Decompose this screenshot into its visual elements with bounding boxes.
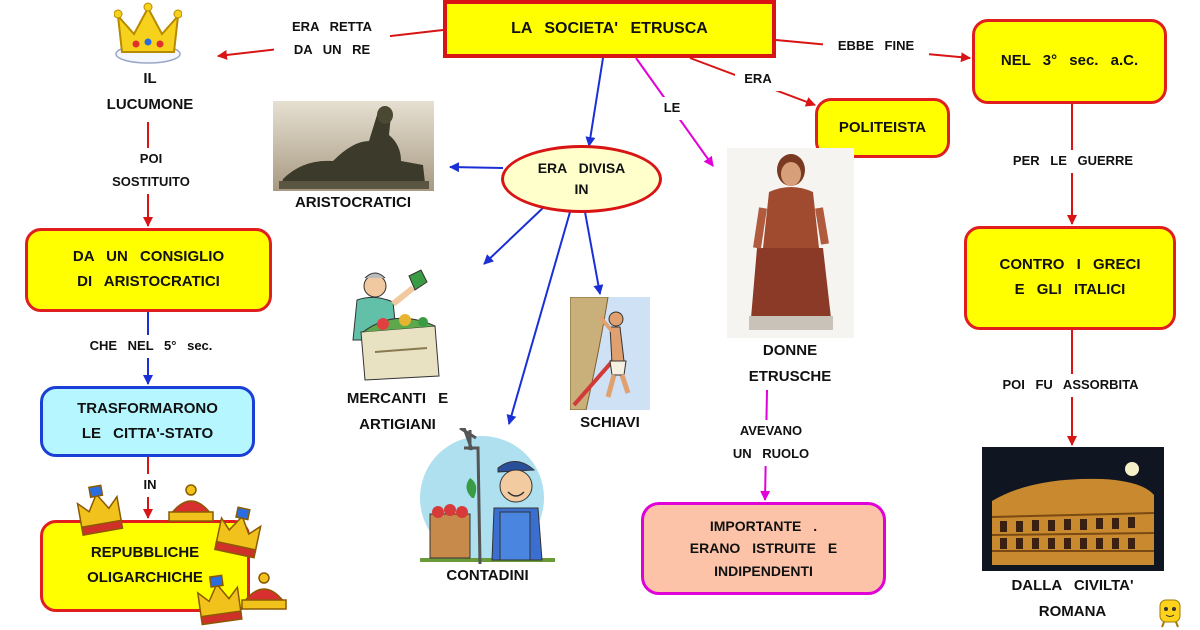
colosseum-image	[982, 447, 1164, 571]
crowns-icon	[76, 484, 287, 626]
node-nel3sec: NEL 3° sec. a.C.	[972, 19, 1167, 104]
node-contro: CONTRO I GRECI E GLI ITALICI	[964, 226, 1176, 330]
arrow-divisa-to-aristocratici	[449, 162, 504, 173]
label-in: IN	[133, 474, 167, 497]
woman-statue-image	[727, 148, 854, 338]
caption-dalla: DALLA CIVILTA' ROMANA	[1011, 577, 1134, 621]
node-trasformarono: TRASFORMARONO LE CITTA'-STATO	[40, 386, 255, 457]
label-era-retta: ERA RETTA DA UN RE	[274, 16, 390, 62]
arrow-divisa-to-schiavi	[584, 211, 604, 295]
statue-image	[273, 101, 434, 191]
crown-icon	[114, 2, 182, 64]
label-per-le-guerre: PER LE GUERRE	[990, 150, 1156, 173]
label-avevano: AVEVANO UN RUOLO	[718, 420, 824, 466]
caption-schiavi: SCHIAVI	[580, 414, 640, 431]
vendor-image	[352, 269, 440, 381]
label-poi-fu: POI FU ASSORBITA	[975, 374, 1166, 397]
arrow-divisa-to-contadini	[506, 211, 571, 425]
node-divisa: ERA DIVISA IN	[501, 145, 662, 213]
caption-donne: DONNE ETRUSCHE	[748, 342, 832, 386]
title-box: LA SOCIETA' ETRUSCA	[443, 0, 776, 58]
caption-contadini: CONTADINI	[446, 567, 529, 584]
caption-mercanti: MERCANTI E ARTIGIANI	[346, 390, 449, 434]
farmer-image	[420, 428, 555, 565]
label-le: LE	[656, 97, 688, 120]
arrow-title-to-divisa	[585, 57, 604, 147]
label-che-nel: CHE NEL 5° sec.	[68, 335, 234, 358]
label-ebbe-fine: EBBE FINE	[823, 35, 929, 58]
arrow-divisa-to-mercanti	[483, 205, 546, 265]
label-era: ERA	[735, 68, 781, 91]
node-lucumone: IL LUCUMONE	[106, 70, 194, 114]
mascot-icon	[1159, 599, 1181, 628]
caption-aristocratici: ARISTOCRATICI	[294, 194, 412, 211]
node-consiglio: DA UN CONSIGLIO DI ARISTOCRATICI	[25, 228, 272, 312]
climber-image	[570, 297, 650, 410]
label-poi-sostituito: POI SOSTITUITO	[93, 148, 209, 194]
node-importante: IMPORTANTE . ERANO ISTRUITE E INDIPENDEN…	[641, 502, 886, 595]
